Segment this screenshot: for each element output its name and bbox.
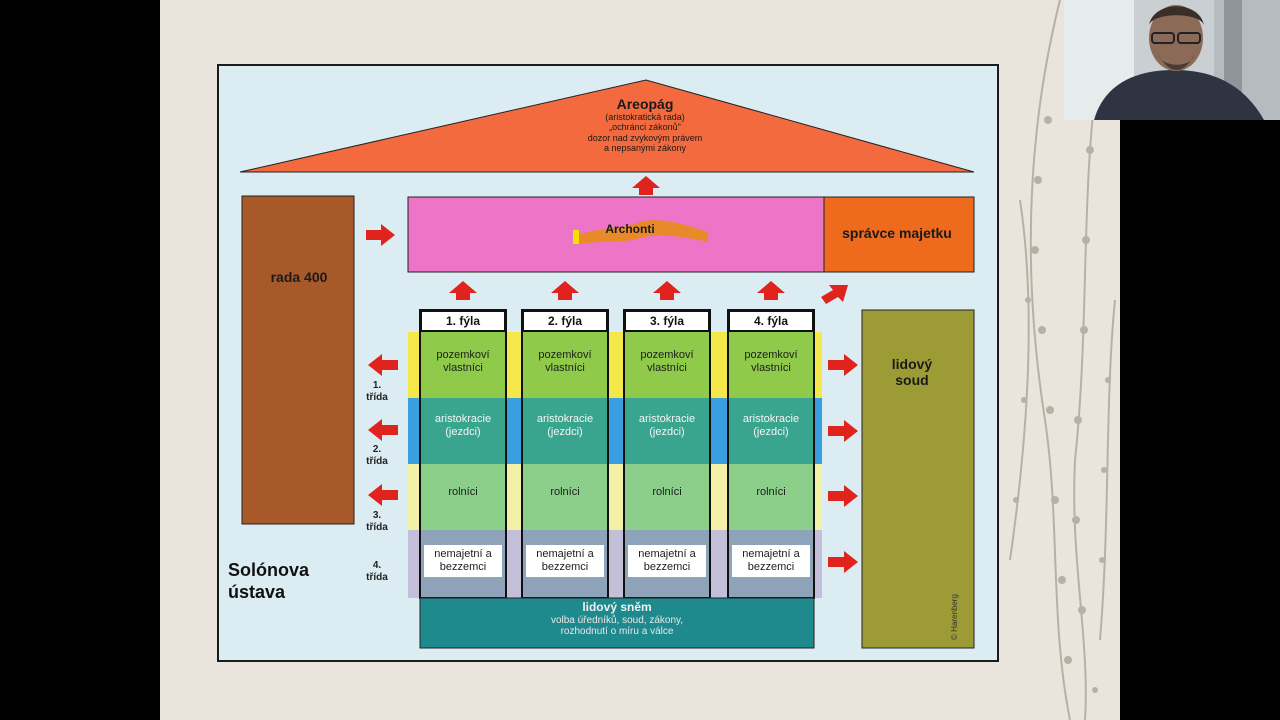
trida-2-label: 2. třída [355, 444, 399, 467]
cell-rolnici-1: rolníci [448, 485, 478, 498]
trida-2-number: 2. [372, 444, 382, 455]
fyla-3-header: 3. fýla [624, 310, 710, 332]
trida-2-word: třída [366, 455, 388, 467]
cell-nemajetni-4: nemajetní a bezzemci [732, 545, 810, 577]
areopag-roof-shape [239, 79, 975, 173]
solonova-ustava-caption: Solónova ústava [228, 560, 309, 603]
cell-pozemkovi-4: pozemkoví vlastníci [744, 349, 798, 374]
trida-3-word: třída [366, 521, 388, 533]
areopag-line4: a nepsanými zákony [603, 143, 687, 154]
fyla-4-header: 4. fýla [728, 310, 814, 332]
cell-pozemkovi-1: pozemkoví vlastníci [436, 349, 490, 374]
copyright-label: © Harenberg [950, 594, 959, 640]
cell-pozemkovi-3: pozemkoví vlastníci [640, 349, 694, 374]
cell-aristokracie-4: aristokracie (jezdci) [742, 413, 800, 438]
trida-3-number: 3. [372, 510, 382, 521]
trida-1-word: třída [366, 391, 388, 403]
trida-4-label: 4. třída [355, 560, 399, 583]
rada-400-box [241, 195, 355, 525]
lidovy-snem-box [419, 597, 815, 649]
lidovy-snem-line2: rozhodnutí o míru a válce [560, 626, 674, 638]
areopag-label: Areopág (aristokratická rada) „ochránci … [540, 96, 750, 153]
trida-4-number: 4. [372, 560, 382, 571]
lidovy-snem-line1: volba úředníků, soud, zákony, [550, 614, 684, 626]
lidovy-soud-box [861, 309, 975, 649]
areopag-line3: dozor nad zvykovým právem [587, 132, 703, 143]
webcam-video-feed [1064, 0, 1280, 120]
spravce-majetku-box [823, 196, 975, 273]
areopag-title: Areopág [616, 96, 674, 112]
cell-nemajetni-2: nemajetní a bezzemci [526, 545, 604, 577]
presenter-video-icon [1064, 0, 1280, 120]
trida-1-number: 1. [372, 380, 382, 391]
trida-3-label: 3. třída [355, 510, 399, 533]
caption-line1: Solónova [228, 560, 310, 580]
cell-rolnici-4: rolníci [756, 485, 786, 498]
archonti-stroke [576, 220, 708, 244]
caption-line2: ústava [228, 581, 286, 602]
trida-4-word: třída [366, 571, 388, 583]
cell-nemajetni-1: nemajetní a bezzemci [424, 545, 502, 577]
trida-1-label: 1. třída [355, 380, 399, 403]
lidovy-snem-label: lidový sněm volba úředníků, soud, zákony… [420, 600, 814, 638]
fyla-1-header: 1. fýla [420, 310, 506, 332]
fyla-2-header: 2. fýla [522, 310, 608, 332]
lidovy-soud-label: lidový soud [891, 355, 933, 388]
rada-400-label: rada 400 [270, 268, 328, 285]
cell-pozemkovi-2: pozemkoví vlastníci [538, 349, 592, 374]
areopag-line2: „ochránci zákonů" [609, 122, 681, 133]
cell-rolnici-3: rolníci [652, 485, 682, 498]
cell-rolnici-2: rolníci [550, 485, 580, 498]
cell-aristokracie-2: aristokracie (jezdci) [536, 413, 594, 438]
cell-aristokracie-3: aristokracie (jezdci) [638, 413, 696, 438]
arrows [366, 176, 858, 573]
archonti-label: Archonti [605, 222, 655, 237]
spravce-majetku-label: správce majetku [842, 224, 952, 241]
decorative-branch-illustration [1009, 0, 1116, 720]
lidovy-snem-title: lidový sněm [582, 600, 652, 614]
cell-nemajetni-3: nemajetní a bezzemci [628, 545, 706, 577]
cell-aristokracie-1: aristokracie (jezdci) [434, 413, 492, 438]
areopag-line1: (aristokratická rada) [605, 112, 685, 123]
